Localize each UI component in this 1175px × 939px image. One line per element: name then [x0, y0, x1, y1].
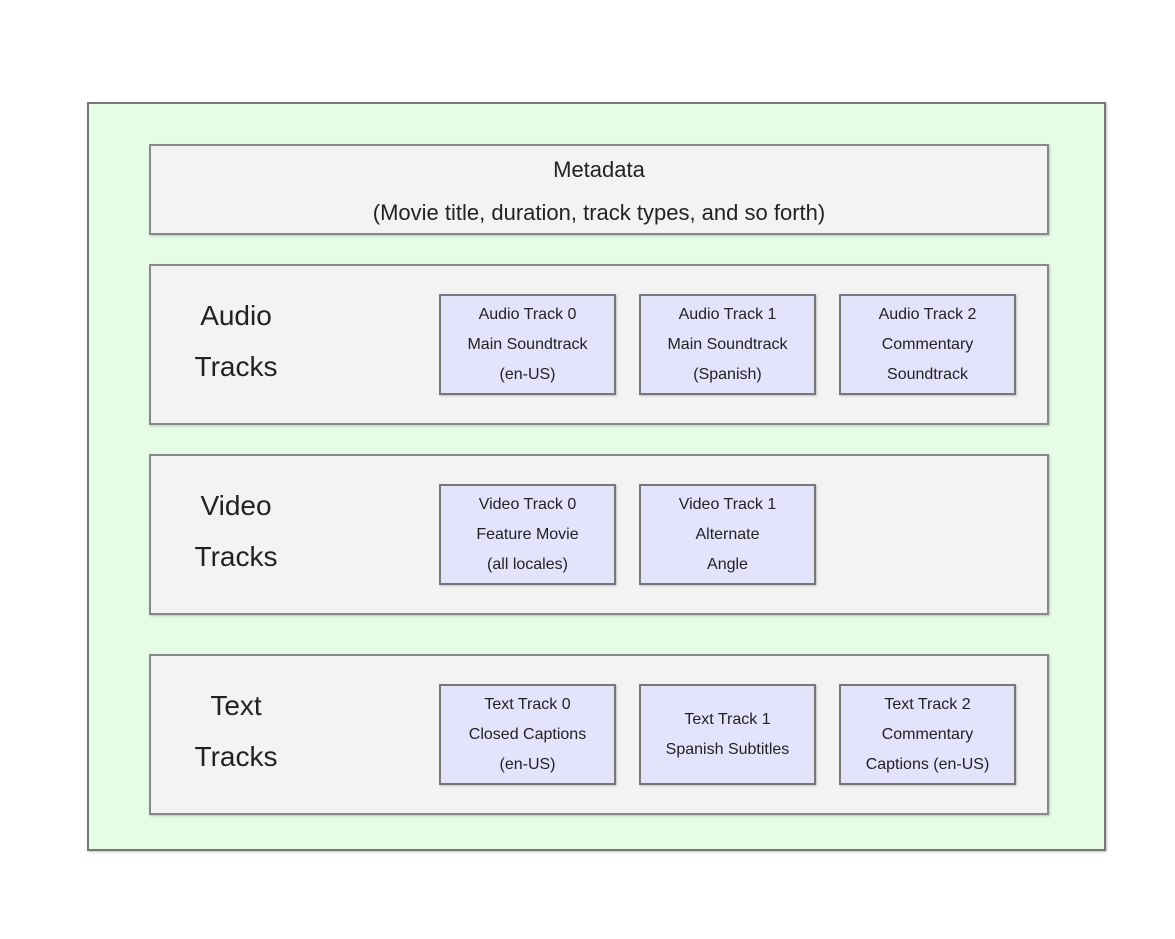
video-tracks-panel: Video Tracks Video Track 0 Feature Movie…: [149, 454, 1049, 615]
audio-label-line-2: Tracks: [194, 351, 278, 382]
metadata-title: Metadata: [553, 157, 645, 182]
video-track-1-line-2: Alternate: [695, 525, 760, 543]
text-track-1-line-1: Text Track 1: [684, 710, 771, 728]
audio-label-line-1: Audio: [200, 300, 272, 331]
text-track-0-line-2: Closed Captions: [468, 725, 587, 743]
text-tracks-panel: Text Tracks Text Track 0 Closed Captions…: [149, 654, 1049, 815]
text-track-0: Text Track 0 Closed Captions (en-US): [439, 684, 616, 785]
text-label-line-1: Text: [210, 690, 262, 721]
audio-track-2-line-3: Soundtrack: [887, 365, 968, 383]
audio-track-1-line-2: Main Soundtrack: [667, 335, 788, 353]
audio-track-1-line-3: (Spanish): [693, 365, 762, 383]
audio-track-2-line-2: Commentary: [881, 335, 974, 353]
video-track-0-line-1: Video Track 0: [478, 495, 577, 513]
metadata-description: (Movie title, duration, track types, and…: [372, 200, 826, 225]
video-track-0-line-2: Feature Movie: [476, 525, 579, 543]
video-track-1-line-1: Video Track 1: [678, 495, 777, 513]
video-label-line-1: Video: [200, 490, 272, 521]
text-track-0-line-3: (en-US): [499, 755, 556, 773]
text-track-1-line-2: Spanish Subtitles: [665, 740, 790, 758]
text-track-0-line-1: Text Track 0: [484, 695, 571, 713]
audio-tracks-panel: Audio Tracks Audio Track 0 Main Soundtra…: [149, 264, 1049, 425]
video-label-line-2: Tracks: [194, 541, 278, 572]
metadata-panel: Metadata (Movie title, duration, track t…: [149, 144, 1049, 235]
text-track-1: Text Track 1 Spanish Subtitles: [639, 684, 816, 785]
audio-track-0-line-1: Audio Track 0: [478, 305, 577, 323]
text-track-2-line-2: Commentary: [881, 725, 974, 743]
video-track-0: Video Track 0 Feature Movie (all locales…: [439, 484, 616, 585]
text-track-2: Text Track 2 Commentary Captions (en-US): [839, 684, 1016, 785]
audio-track-2-line-1: Audio Track 2: [878, 305, 977, 323]
video-tracks-label: Video Tracks: [171, 480, 301, 582]
audio-track-2: Audio Track 2 Commentary Soundtrack: [839, 294, 1016, 395]
audio-track-0: Audio Track 0 Main Soundtrack (en-US): [439, 294, 616, 395]
audio-track-0-line-2: Main Soundtrack: [467, 335, 588, 353]
text-track-2-line-1: Text Track 2: [884, 695, 971, 713]
audio-track-0-line-3: (en-US): [499, 365, 556, 383]
video-track-0-line-3: (all locales): [487, 555, 568, 573]
movie-file-container: Metadata (Movie title, duration, track t…: [87, 102, 1106, 851]
audio-track-1: Audio Track 1 Main Soundtrack (Spanish): [639, 294, 816, 395]
audio-tracks-label: Audio Tracks: [171, 290, 301, 392]
text-tracks-label: Text Tracks: [171, 680, 301, 782]
video-track-1: Video Track 1 Alternate Angle: [639, 484, 816, 585]
audio-track-1-line-1: Audio Track 1: [678, 305, 777, 323]
video-track-1-line-3: Angle: [707, 555, 748, 573]
text-track-2-line-3: Captions (en-US): [865, 755, 990, 773]
text-label-line-2: Tracks: [194, 741, 278, 772]
